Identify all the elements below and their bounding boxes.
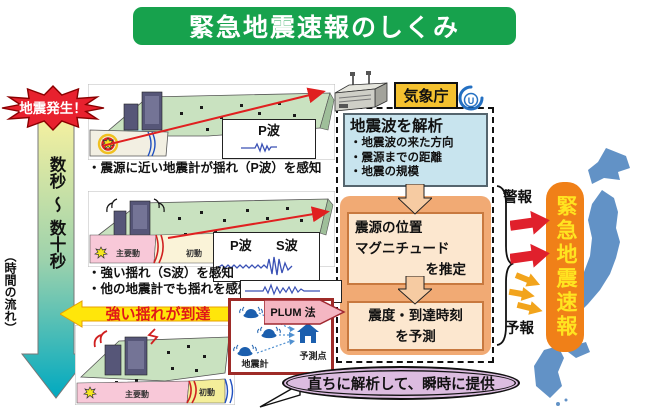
building-icon xyxy=(106,198,165,236)
analysis-bullet: ・地震波の来た方向 xyxy=(350,137,454,149)
p-wave-box: P波 xyxy=(222,119,316,159)
epicenter-star-icon xyxy=(94,246,108,259)
analysis-bullet: ・震源までの距離 xyxy=(350,151,442,164)
strong-shaking-label: 強い揺れが到達 xyxy=(105,306,211,323)
strong-shaking-illustration: 主要動 初動 xyxy=(75,325,235,405)
warning-arrow-icon xyxy=(510,210,550,235)
warning-arrow-icon xyxy=(510,243,550,268)
output-brace xyxy=(496,185,515,346)
eew-banner: 緊急地震速報 xyxy=(546,182,584,352)
main-motion-label: 主要動 xyxy=(125,389,149,399)
ps-wave-waveform xyxy=(218,256,293,276)
analysis-bullet: ・地震の規模 xyxy=(350,166,419,178)
p-wave-label: P波 xyxy=(230,238,252,253)
seismometer-icon xyxy=(239,306,263,319)
instant-delivery-callout: 直ちに解析して、瞬時に提供 xyxy=(282,366,520,400)
time-flow-arrow xyxy=(20,120,92,399)
epicenter-star-icon xyxy=(83,386,97,399)
plum-method-tag: PLUM 法 xyxy=(264,299,346,325)
title-banner: 緊急地震速報のしくみ xyxy=(133,7,516,45)
jma-logo-icon: U xyxy=(458,85,484,111)
warning-label: 警報 xyxy=(503,190,532,206)
initial-motion-label: 初動 xyxy=(199,387,215,397)
secondary-waveform xyxy=(245,283,320,296)
wave-analysis-box: 地震波を解析 ・地震波の来た方向 ・震源までの距離 ・地震の規模 xyxy=(343,113,488,187)
agency-name: 気象庁 xyxy=(403,88,449,105)
panel1-caption: ・震源に近い地震計が揺れ（P波）を感知 xyxy=(88,161,322,175)
map-hokkaido xyxy=(588,148,630,184)
p-wave-label: P波 xyxy=(258,123,280,138)
prediction-point-label: 予測点 xyxy=(299,350,326,361)
agency-box: 気象庁 xyxy=(394,82,458,109)
plum-arrowheads xyxy=(289,326,295,345)
estimation-box: 震源の位置 マグニチュード を推定 xyxy=(347,212,484,285)
main-motion-label: 主要動 xyxy=(116,248,140,258)
plum-diagram: 地震計 予測点 xyxy=(233,306,327,369)
page-title: 緊急地震速報のしくみ xyxy=(188,14,460,42)
jma-server-icon xyxy=(334,71,388,112)
prediction-point-icon xyxy=(297,323,319,343)
map-kyushu xyxy=(534,346,564,398)
p-wave-waveform xyxy=(241,142,277,153)
flow-down-arrow xyxy=(398,184,432,215)
forecast-arrows-icon xyxy=(508,272,543,315)
panel2-caption-1: ・強い揺れ（S波）を感知 xyxy=(88,266,234,280)
seismometer-icon xyxy=(233,344,257,357)
time-axis-label: （時間の流れ） xyxy=(3,250,17,334)
time-duration-label: 数秒〜数十秒 xyxy=(47,156,65,269)
ps-wave-box: P波 S波 xyxy=(213,232,320,282)
earthquake-occurrence-label: 地震発生！ xyxy=(19,100,87,116)
initial-motion-label: 初動 xyxy=(186,248,202,258)
svg-text:U: U xyxy=(468,96,475,106)
prediction-box: 震度・到達時刻 を予測 xyxy=(347,301,484,351)
burst-icon xyxy=(1,85,105,132)
panel2-caption-2: ・他の地震計でも揺れを感知 xyxy=(88,282,251,296)
forecast-label: 予報 xyxy=(505,321,534,337)
building-icon xyxy=(93,328,159,376)
plum-method-label: PLUM 法 xyxy=(270,305,315,319)
seismometer-icon xyxy=(257,326,281,339)
flow-down-arrow xyxy=(398,276,432,305)
earthquake-occurrence-burst: 地震発生！ xyxy=(1,85,105,132)
instant-delivery-note: 直ちに解析して、瞬時に提供 xyxy=(307,376,495,393)
wave-analysis-title: 地震波を解析 xyxy=(350,118,444,135)
s-wave-label: S波 xyxy=(276,238,298,253)
seismometer-label: 地震計 xyxy=(241,358,268,369)
eew-banner-label: 緊急地震速報 xyxy=(554,195,577,339)
